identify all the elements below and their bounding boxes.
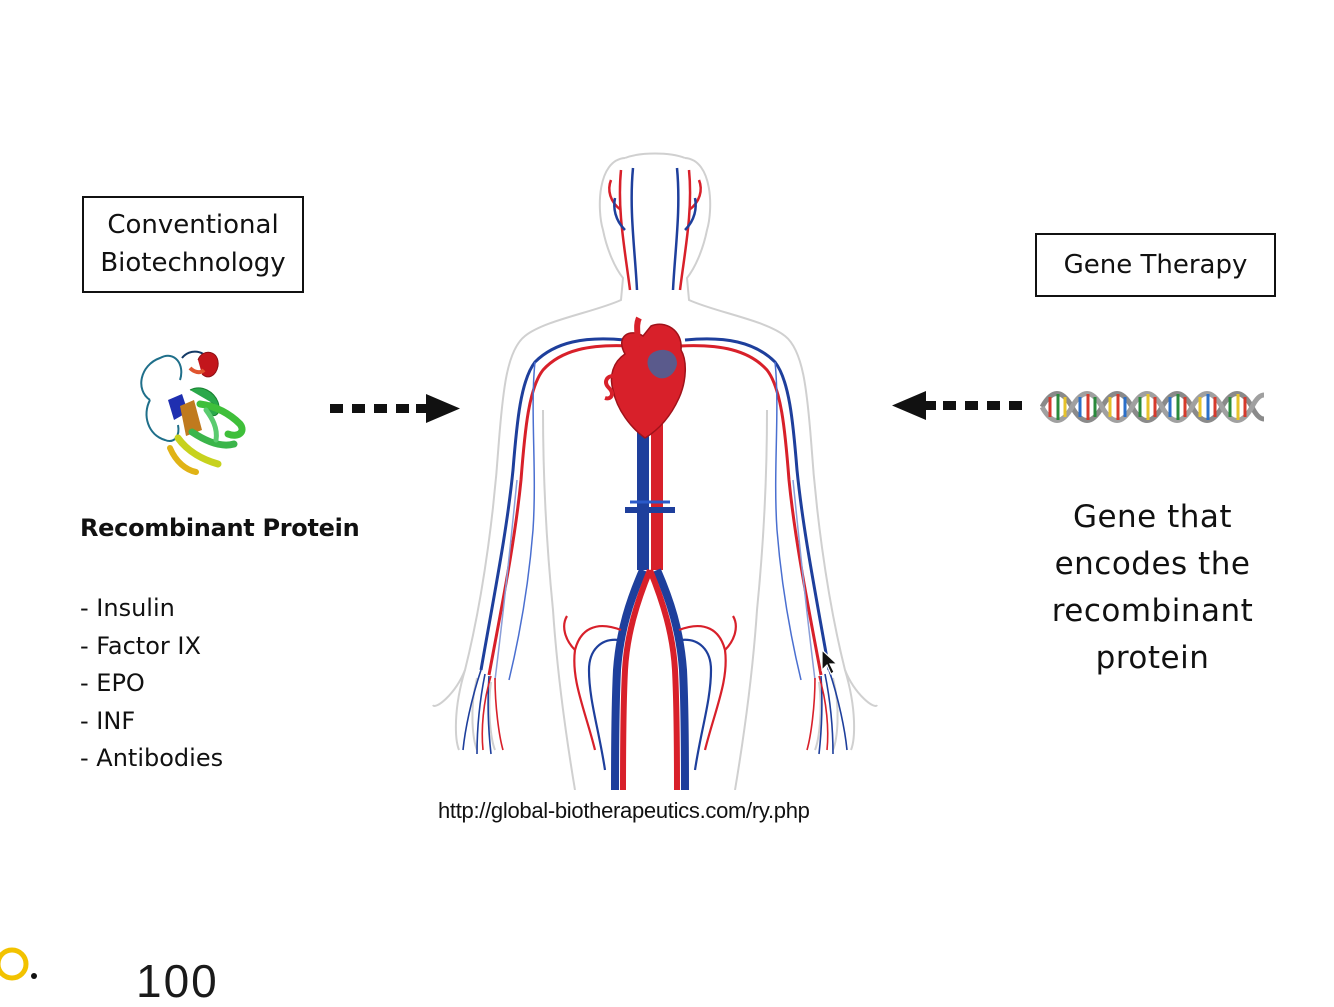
dotted-arrow-left-icon <box>892 391 1022 420</box>
list-item: - INF <box>80 706 136 735</box>
gene-therapy-label: Gene Therapy <box>1063 250 1248 280</box>
description-line: recombinant <box>1051 593 1254 629</box>
gene-description: Gene that encodes the recombinant protei… <box>1030 494 1275 682</box>
dna-helix-icon <box>1040 391 1265 423</box>
description-line: protein <box>1095 640 1210 676</box>
source-url: http://global-biotherapeutics.com/ry.php <box>438 798 810 823</box>
conventional-biotechnology-box: Conventional Biotechnology <box>82 196 304 293</box>
footer-logo-icon <box>0 947 37 981</box>
description-line: encodes the <box>1054 546 1251 582</box>
description-line: Gene that <box>1072 499 1233 535</box>
footer-partial-text: 100 <box>136 955 219 1007</box>
human-circulatory-system-figure <box>432 152 878 790</box>
list-item: - EPO <box>80 669 145 697</box>
mouse-cursor-icon <box>821 648 839 675</box>
recombinant-protein-title: Recombinant Protein <box>80 514 360 542</box>
list-item: - Insulin <box>80 594 175 622</box>
gene-therapy-box: Gene Therapy <box>1035 233 1276 297</box>
box-line: Conventional <box>107 210 279 240</box>
list-item: - Factor IX <box>80 631 201 660</box>
protein-list: - Insulin - Factor IX - EPO - INF - Anti… <box>80 590 223 778</box>
box-line: Biotechnology <box>100 248 286 278</box>
protein-structure-icon <box>140 350 246 475</box>
list-item: - Antibodies <box>80 744 224 772</box>
dotted-arrow-right-icon <box>330 394 460 423</box>
